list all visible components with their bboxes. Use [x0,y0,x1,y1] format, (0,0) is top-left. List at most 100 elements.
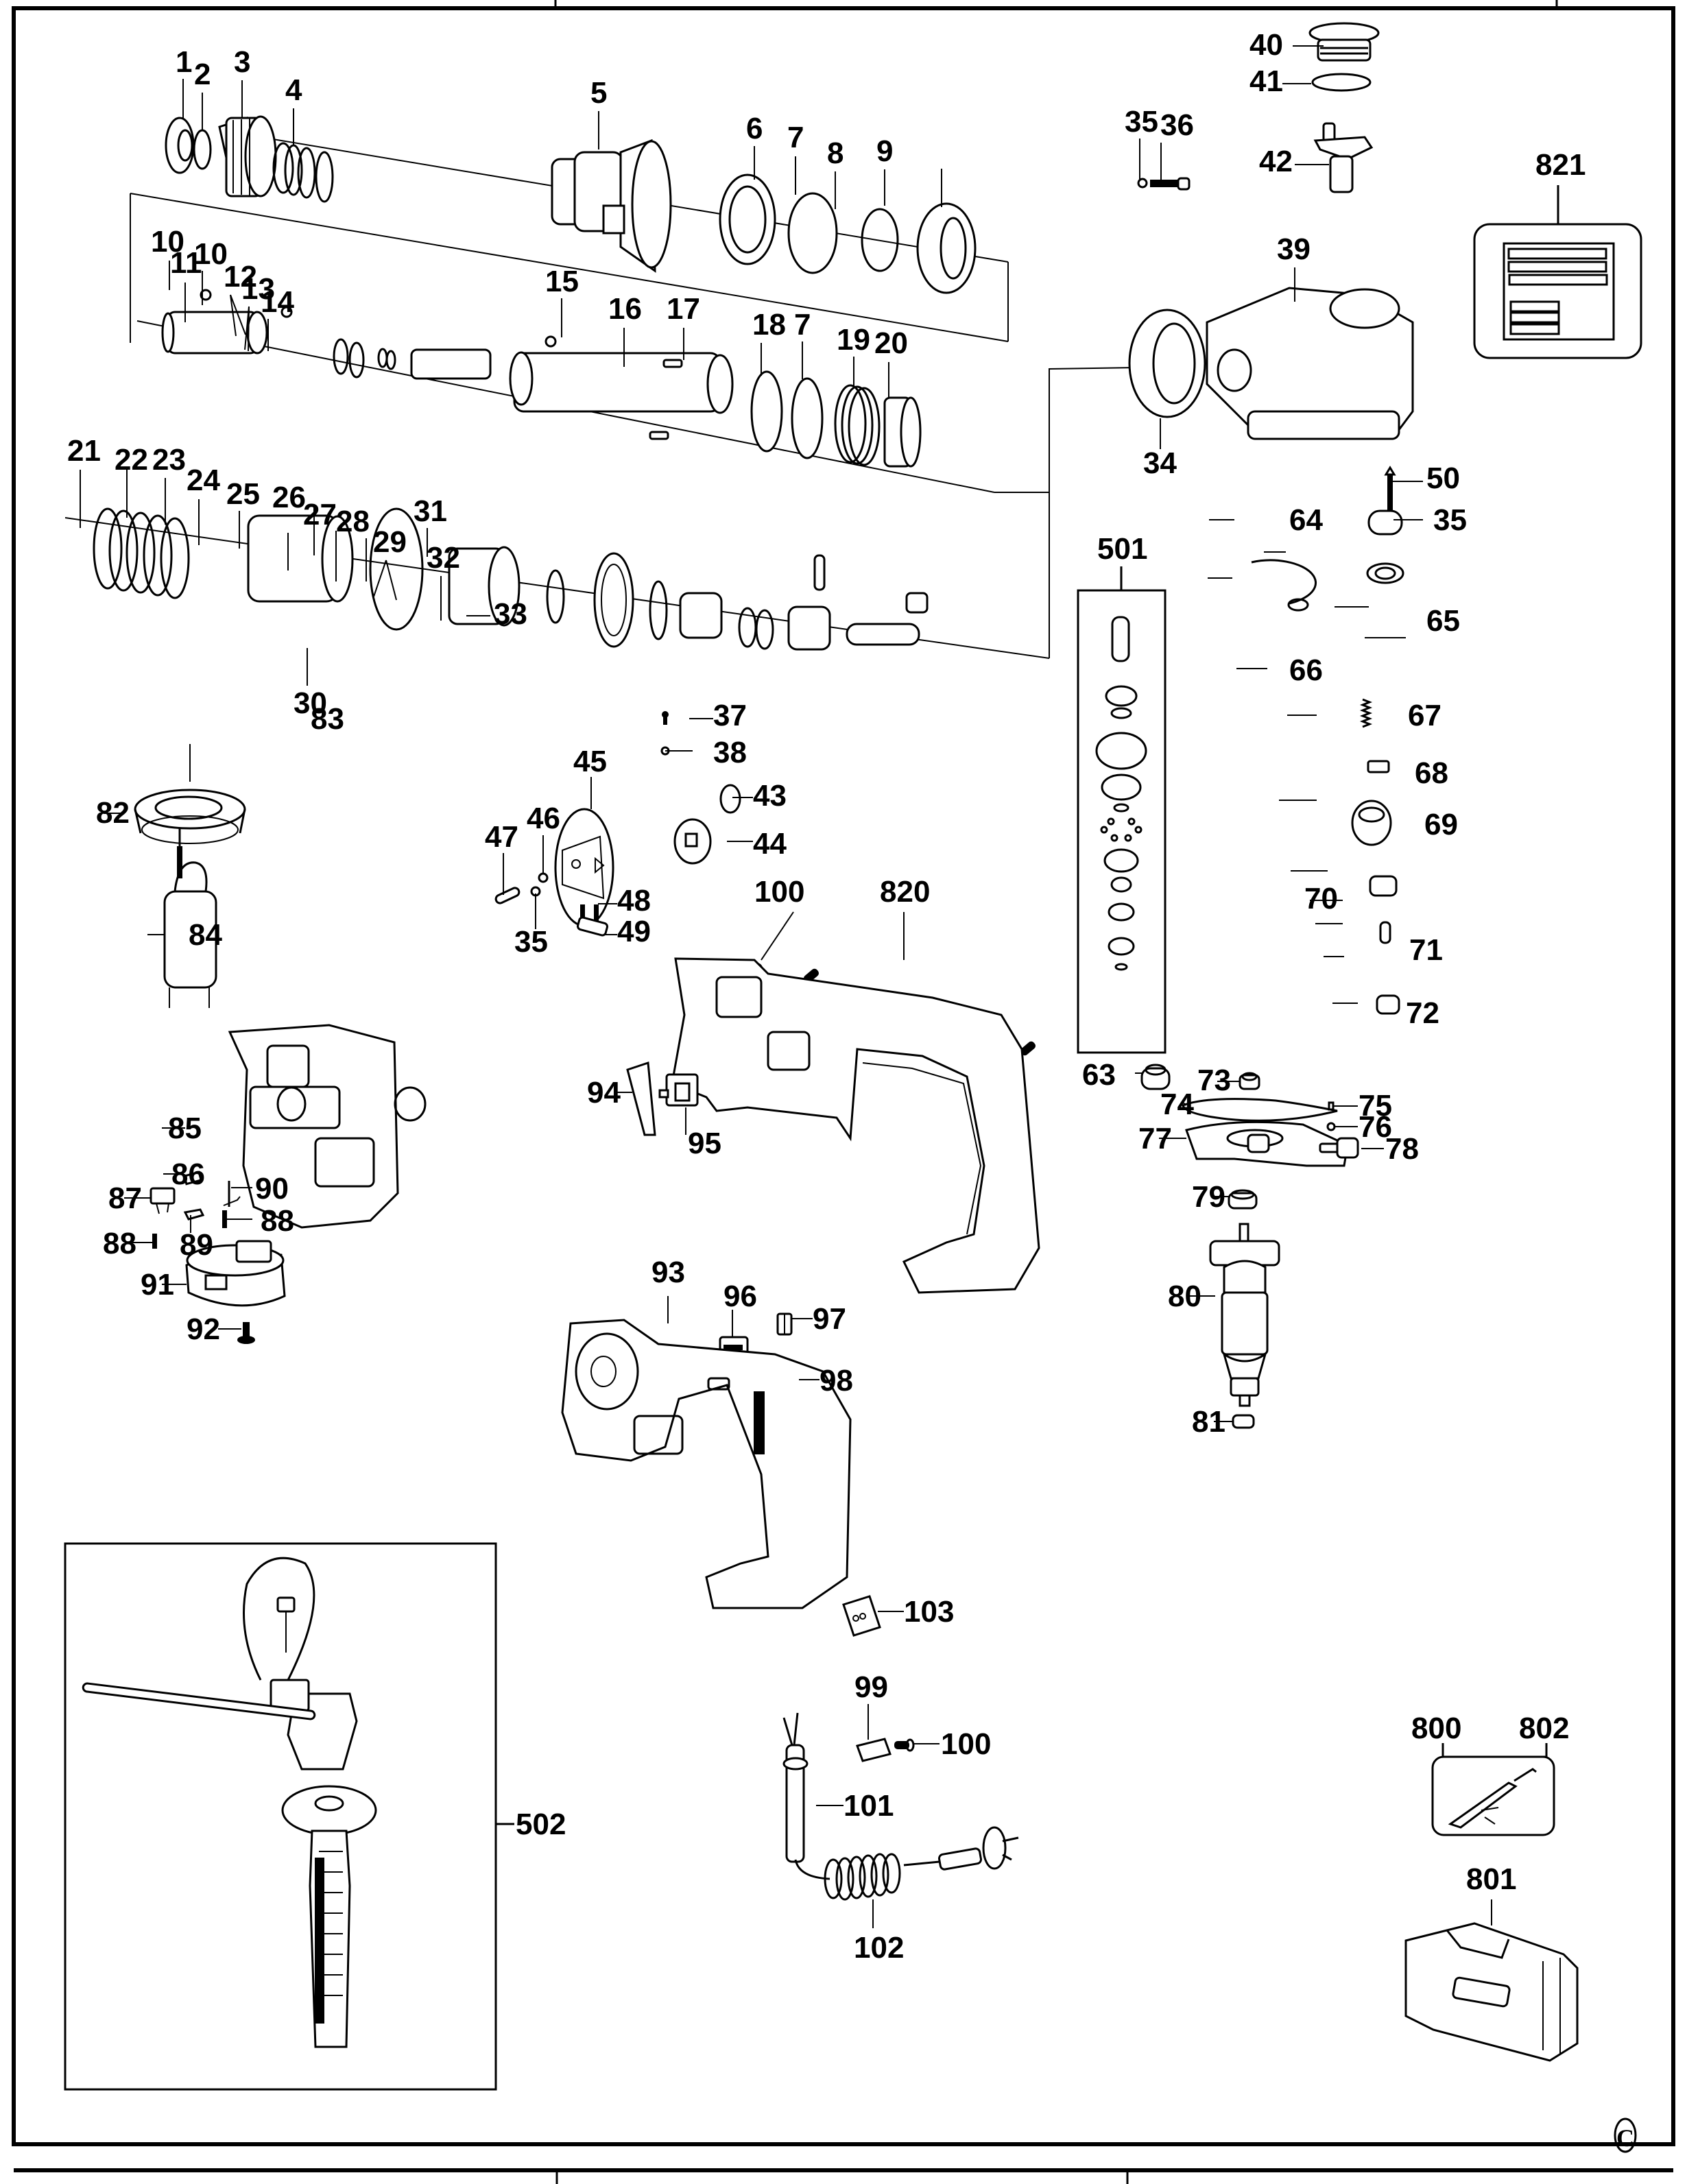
label-part-86: 86 [171,1157,205,1191]
label-part-43: 43 [753,779,787,813]
part-78-selector-lever [1319,1137,1359,1159]
part-17-key [662,359,683,368]
part-93-housing-half [561,1319,852,1609]
part-12-o-rings [333,338,365,379]
part-43-o-ring [719,784,741,814]
part-50-pin [1384,466,1396,511]
label-part-37: 37 [713,699,747,732]
part-71-pin [1379,921,1391,944]
label-part-69: 69 [1424,808,1458,841]
label-part-103: 103 [904,1595,954,1629]
label-part-19: 19 [837,323,870,357]
label-part-94: 94 [587,1076,621,1109]
label-part-99: 99 [854,1670,888,1704]
part-7-washer [787,192,838,274]
label-part-39: 39 [1277,232,1311,266]
label-part-12: 12 [224,260,257,293]
label-part-40: 40 [1249,28,1283,62]
label-part-100a: 100 [754,875,804,909]
part-90-brush-spring [223,1181,241,1207]
label-part-27: 27 [303,498,337,531]
label-part-28: 28 [336,505,370,538]
label-part-46: 46 [527,802,560,835]
label-part-29: 29 [373,525,407,559]
part-79-bearing [1228,1189,1258,1210]
part-47-pin [494,887,521,904]
label-part-44: 44 [753,827,787,861]
label-part-75: 75 [1359,1089,1392,1123]
label-part-20: 20 [874,326,908,360]
part-65-circlip [1251,559,1317,605]
part-73-bushing [1239,1072,1260,1090]
part-74-gasket [1182,1098,1338,1122]
part-42-selector-shaft [1313,122,1374,193]
label-part-14: 14 [261,285,294,319]
label-part-49: 49 [617,915,651,948]
label-part-82: 82 [96,796,130,830]
part-75-pin [1328,1101,1335,1111]
part-10-ball-2 [280,306,293,318]
label-part-801: 801 [1466,1862,1516,1896]
part-30-bushing [787,605,831,651]
label-part-81: 81 [1192,1405,1225,1439]
label-part-502: 502 [516,1808,566,1841]
part-45-mode-knob [554,808,614,927]
assembly-801-carrying-case [1404,1922,1579,2062]
label-part-101: 101 [844,1789,894,1823]
assembly-821-label-plate [1473,185,1642,359]
part-4-spring [272,142,334,203]
label-part-67: 67 [1408,699,1441,732]
part-29-washers [738,607,774,650]
part-91-end-cap [185,1240,286,1307]
part-89-brush-cap [183,1208,205,1221]
label-part-97: 97 [813,1302,846,1336]
part-10-ball [200,289,212,301]
part-66-circlip [1287,598,1309,612]
label-part-24: 24 [187,464,220,497]
label-part-72: 72 [1406,996,1439,1030]
label-part-38: 38 [713,736,747,769]
part-21-spring [93,507,190,599]
label-part-13: 13 [241,272,275,306]
part-7-washer-2 [791,377,824,459]
label-part-9: 9 [876,134,893,168]
part-3-threaded-sleeve [218,115,277,197]
part-19-spring [834,384,881,466]
part-24-clutch [448,546,521,627]
label-part-87: 87 [108,1181,142,1215]
label-part-83: 83 [311,702,344,736]
label-part-15: 15 [545,265,579,298]
label-part-35a: 35 [1125,105,1158,139]
part-16-spindle-tube [509,351,734,414]
part-64-bearing [1366,509,1404,584]
part-1-nose-cap [165,117,195,174]
part-11-piston-cylinder [161,311,268,355]
part-63-bearing [1140,1064,1171,1090]
part-44-knob-insert [673,818,712,865]
label-part-31: 31 [414,494,447,528]
label-part-800: 800 [1411,1712,1461,1745]
part-18-washer [750,370,783,453]
label-part-32: 32 [427,541,460,575]
part-6-seal [719,173,776,265]
part-76-ball [1326,1122,1336,1131]
part-35-36-screw [1137,177,1191,191]
part-92-screw [237,1322,255,1344]
part-39-gear-housing [1206,287,1414,440]
label-part-25: 25 [226,477,260,511]
label-part-8: 8 [827,136,844,170]
part-87-brush-holder [149,1187,176,1214]
part-70-sleeve [1369,875,1398,897]
label-part-42: 42 [1259,145,1293,178]
label-part-41: 41 [1249,64,1283,98]
part-84-field-coil [163,861,217,1008]
label-part-100b: 100 [941,1727,991,1761]
label-part-96: 96 [723,1280,757,1313]
assembly-800-802-kit [1431,1743,1555,1836]
label-part-7b: 7 [794,308,811,341]
label-part-35b: 35 [1433,503,1467,537]
part-100-clamp-screw [894,1738,915,1752]
part-88-screw-left [152,1234,157,1249]
label-part-4: 4 [285,73,302,107]
